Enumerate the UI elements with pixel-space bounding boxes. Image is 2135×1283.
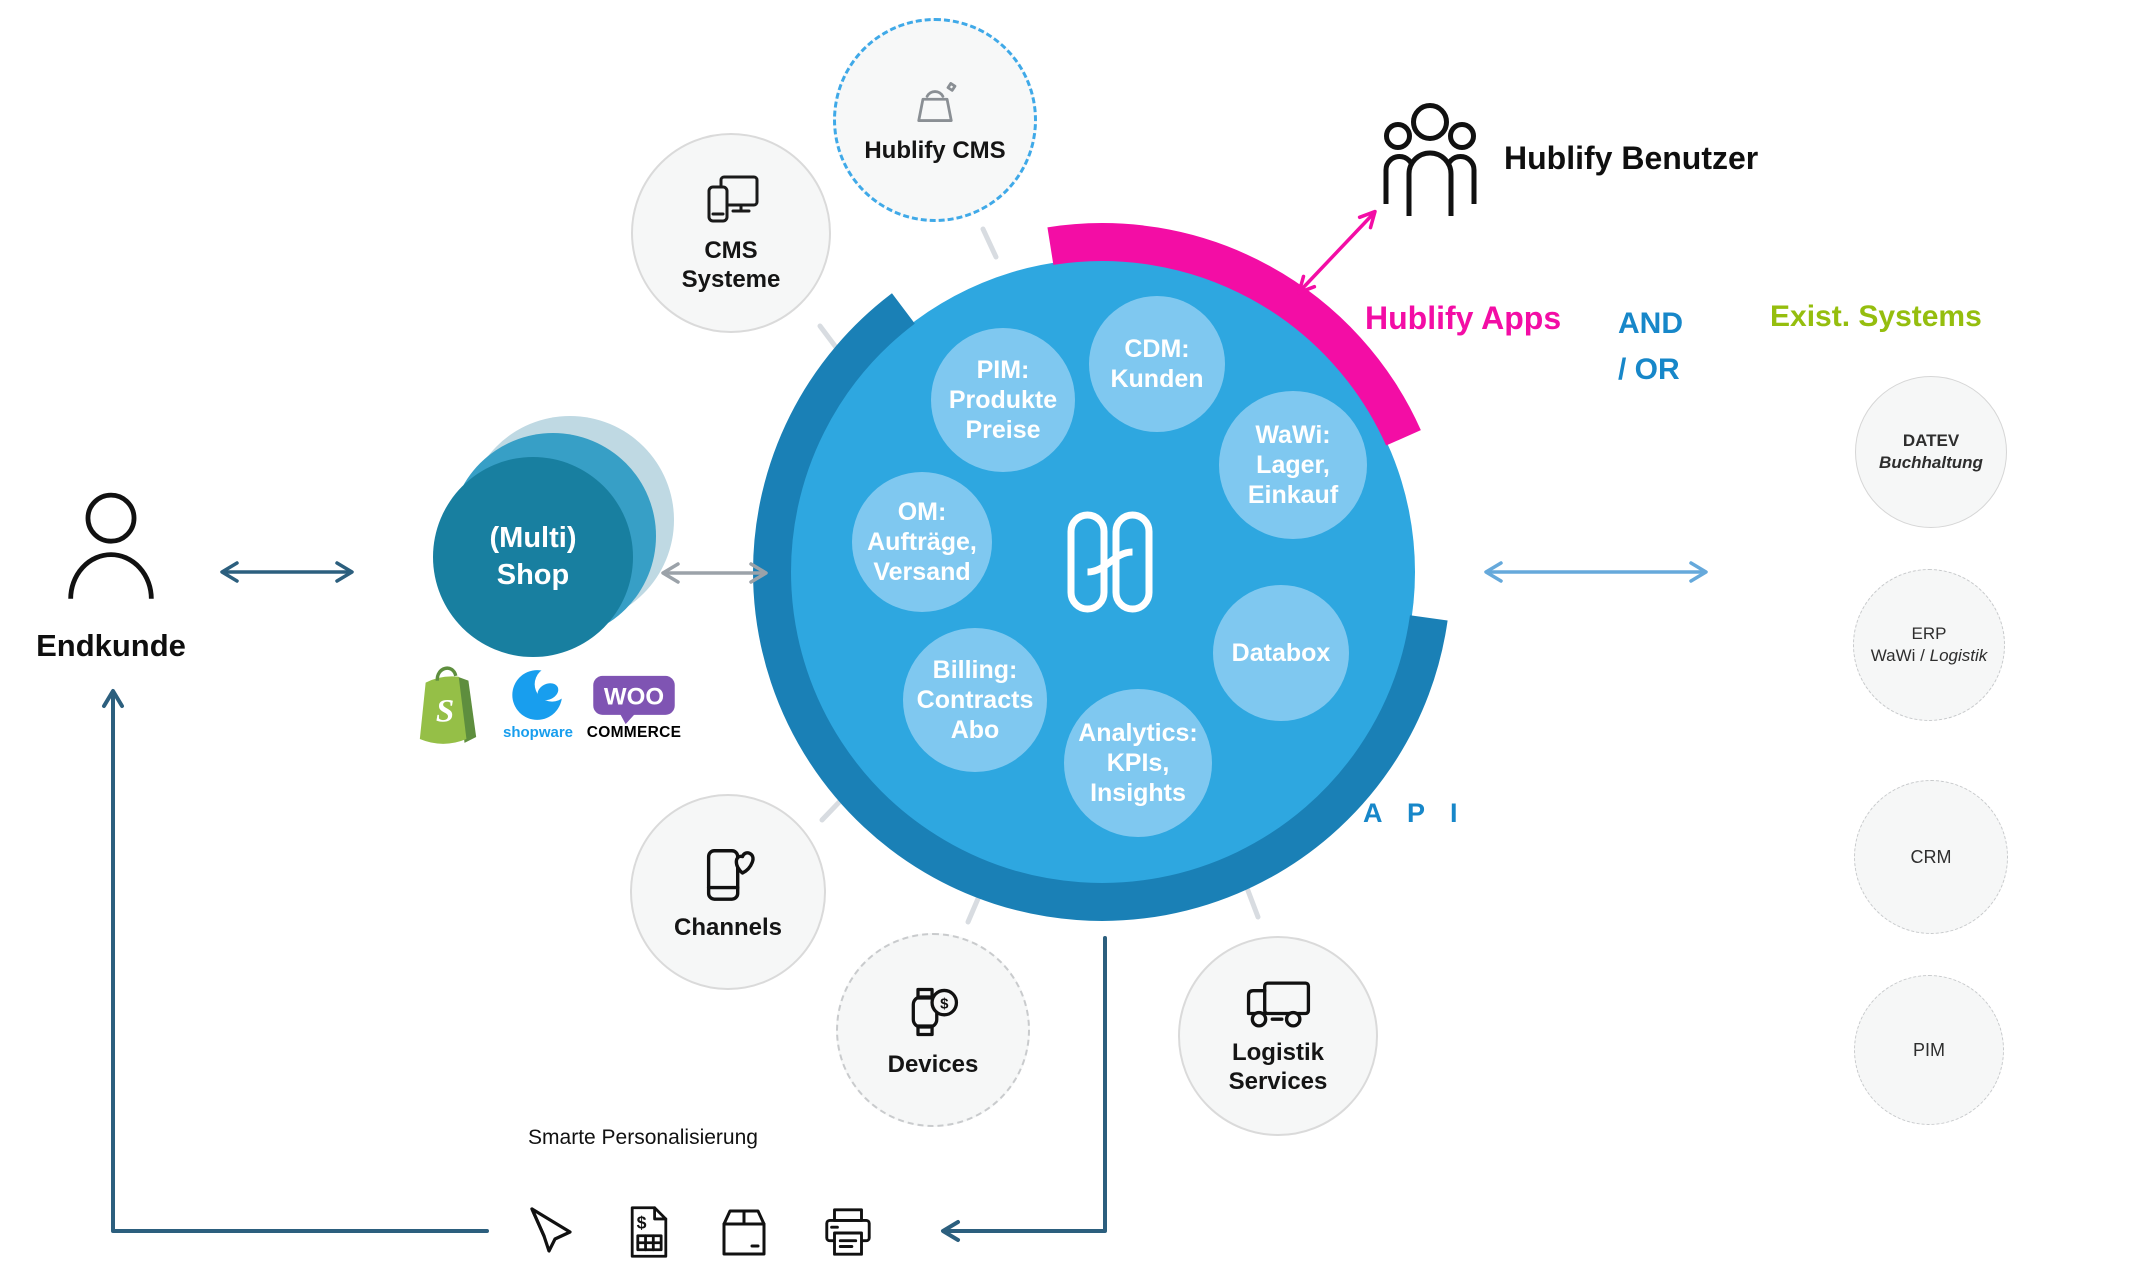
satellite-logistik-label: Logistik Services xyxy=(1229,1038,1328,1096)
hub-module-databox: Databox xyxy=(1213,585,1349,721)
module-wawi-line2: Lager, xyxy=(1256,451,1330,479)
arrowhead-left xyxy=(941,1220,960,1242)
satellite-cms-systeme: CMS Systeme xyxy=(631,133,831,333)
and-or-label: AND / OR xyxy=(1618,301,1683,393)
or-line: / OR xyxy=(1618,353,1680,386)
module-cdm-line2: Kunden xyxy=(1110,365,1204,393)
module-pim-line2: Produkte xyxy=(948,386,1058,414)
printer-icon xyxy=(825,1208,871,1256)
connector-hub-logistik xyxy=(1244,885,1261,920)
satellite-logistik: Logistik Services xyxy=(1178,936,1378,1136)
pim-line1: PIM xyxy=(1912,1040,1945,1060)
hublify-logo-icon xyxy=(1067,511,1153,613)
multi-device-icon xyxy=(707,175,759,223)
module-cdm-line1: CDM: xyxy=(1124,335,1190,363)
multishop-line2: Shop xyxy=(496,559,570,591)
woocommerce-wordmark: COMMERCE xyxy=(586,724,682,741)
satellite-devices: $ Devices xyxy=(836,933,1030,1127)
module-om-line1: OM: xyxy=(897,498,947,526)
exist-circle-datev: DATEV Buchhaltung xyxy=(1855,376,2007,528)
hub-module-om: OM: Aufträge, Versand xyxy=(852,472,992,612)
satellite-devices-label: Devices xyxy=(887,1050,979,1078)
erp-line1: ERP xyxy=(1911,624,1947,643)
invoice-icon: $ xyxy=(630,1206,668,1258)
connector-hublifycms-hub xyxy=(980,226,999,260)
satellite-channels-label: Channels xyxy=(673,913,783,941)
phone-heart-icon xyxy=(706,848,755,901)
double-arrow-shop-hub xyxy=(661,562,768,584)
shopify-logo-icon: S xyxy=(419,666,477,744)
hub-module-pim: PIM: Produkte Preise xyxy=(931,328,1075,472)
module-pim-line3: Preise xyxy=(965,416,1041,444)
erp-line2: WaWi / Logistik xyxy=(1871,645,1988,667)
package-icon xyxy=(722,1209,766,1256)
satellite-hublify-cms: Hublify CMS xyxy=(833,18,1037,222)
smarte-personalisierung-label: Smarte Personalisierung xyxy=(528,1126,758,1149)
module-analytics-line3: Insights xyxy=(1090,779,1186,807)
logistik-line1: Logistik xyxy=(1231,1039,1324,1066)
and-line: AND xyxy=(1618,307,1683,340)
hub-module-billing: Billing: Contracts Abo xyxy=(903,628,1047,772)
module-analytics-line1: Analytics: xyxy=(1078,719,1198,747)
smartwatch-pay-icon: $ xyxy=(911,987,959,1036)
satellite-cms-systeme-label: CMS Systeme xyxy=(682,236,781,294)
api-label: A P I xyxy=(1363,798,1467,828)
erp-line2-prefix: WaWi / xyxy=(1870,646,1930,665)
module-databox-line1: Databox xyxy=(1231,639,1331,667)
hub-module-wawi: WaWi: Lager, Einkauf xyxy=(1219,391,1367,539)
module-billing-line1: Billing: xyxy=(932,656,1018,684)
hublify-benutzer-label: Hublify Benutzer xyxy=(1504,140,1759,176)
hub-module-cdm: CDM: Kunden xyxy=(1089,296,1225,432)
paper-plane-icon xyxy=(530,1207,572,1253)
module-billing-line3: Abo xyxy=(950,716,1000,744)
cms-systeme-line2: Systeme xyxy=(681,266,781,293)
erp-line2-italic: Logistik xyxy=(1929,646,1988,665)
module-wawi-line3: Einkauf xyxy=(1247,481,1339,509)
module-pim-line1: PIM: xyxy=(976,356,1030,384)
svg-text:$: $ xyxy=(940,995,949,1012)
exist-circle-erp: ERP WaWi / Logistik xyxy=(1853,569,2005,721)
hub-ring-magenta-arc xyxy=(1047,223,1421,446)
svg-text:WOO: WOO xyxy=(604,684,664,711)
connector-cmssysteme-hub xyxy=(817,323,841,353)
module-om-line2: Aufträge, xyxy=(867,528,977,556)
module-billing-line2: Contracts xyxy=(916,686,1034,714)
connector-hub-devices xyxy=(965,891,983,925)
module-analytics-line2: KPIs, xyxy=(1106,749,1170,777)
delivery-truck-icon xyxy=(1246,981,1311,1028)
svg-text:$: $ xyxy=(637,1212,647,1232)
shop-circle-front: (Multi) Shop xyxy=(433,457,633,657)
arrowhead-up xyxy=(102,689,124,708)
shopware-logo-icon xyxy=(512,666,567,720)
svg-text:S: S xyxy=(436,693,454,729)
person-icon xyxy=(68,492,154,599)
hub-module-analytics: Analytics: KPIs, Insights xyxy=(1064,689,1212,837)
datev-line1: DATEV xyxy=(1902,431,1960,450)
shopware-wordmark: shopware xyxy=(502,724,574,741)
double-arrow-hub-existsystems xyxy=(1484,561,1708,583)
woocommerce-logo-icon: WOO xyxy=(593,675,675,725)
multishop-line1: (Multi) xyxy=(489,522,577,554)
shopping-bag-sparkle-icon xyxy=(917,81,957,122)
hub-ring-dark-arc xyxy=(753,293,1448,921)
hublify-apps-label: Hublify Apps xyxy=(1365,300,1562,336)
satellite-hublify-cms-label: Hublify CMS xyxy=(864,136,1006,164)
logistik-line2: Services xyxy=(1228,1068,1328,1095)
double-arrow-endkunde-shop xyxy=(220,561,354,583)
cms-systeme-line1: CMS xyxy=(704,237,758,264)
satellite-channels: Channels xyxy=(630,794,826,990)
flow-path-personalisierung-to-endkunde xyxy=(102,689,489,1233)
exist-systems-label: Exist. Systems xyxy=(1770,300,1982,333)
double-arrow-apps-benutzer xyxy=(1297,209,1377,295)
module-wawi-line1: WaWi: xyxy=(1255,421,1331,449)
datev-line2: Buchhaltung xyxy=(1879,453,1983,472)
exist-circle-pim: PIM xyxy=(1854,975,2004,1125)
users-group-icon xyxy=(1383,103,1477,216)
module-om-line3: Versand xyxy=(873,558,971,586)
flow-path-hub-to-personalisierung xyxy=(941,936,1107,1242)
crm-line1: CRM xyxy=(1910,847,1952,867)
endkunde-label: Endkunde xyxy=(36,628,186,663)
exist-circle-crm: CRM xyxy=(1854,780,2008,934)
